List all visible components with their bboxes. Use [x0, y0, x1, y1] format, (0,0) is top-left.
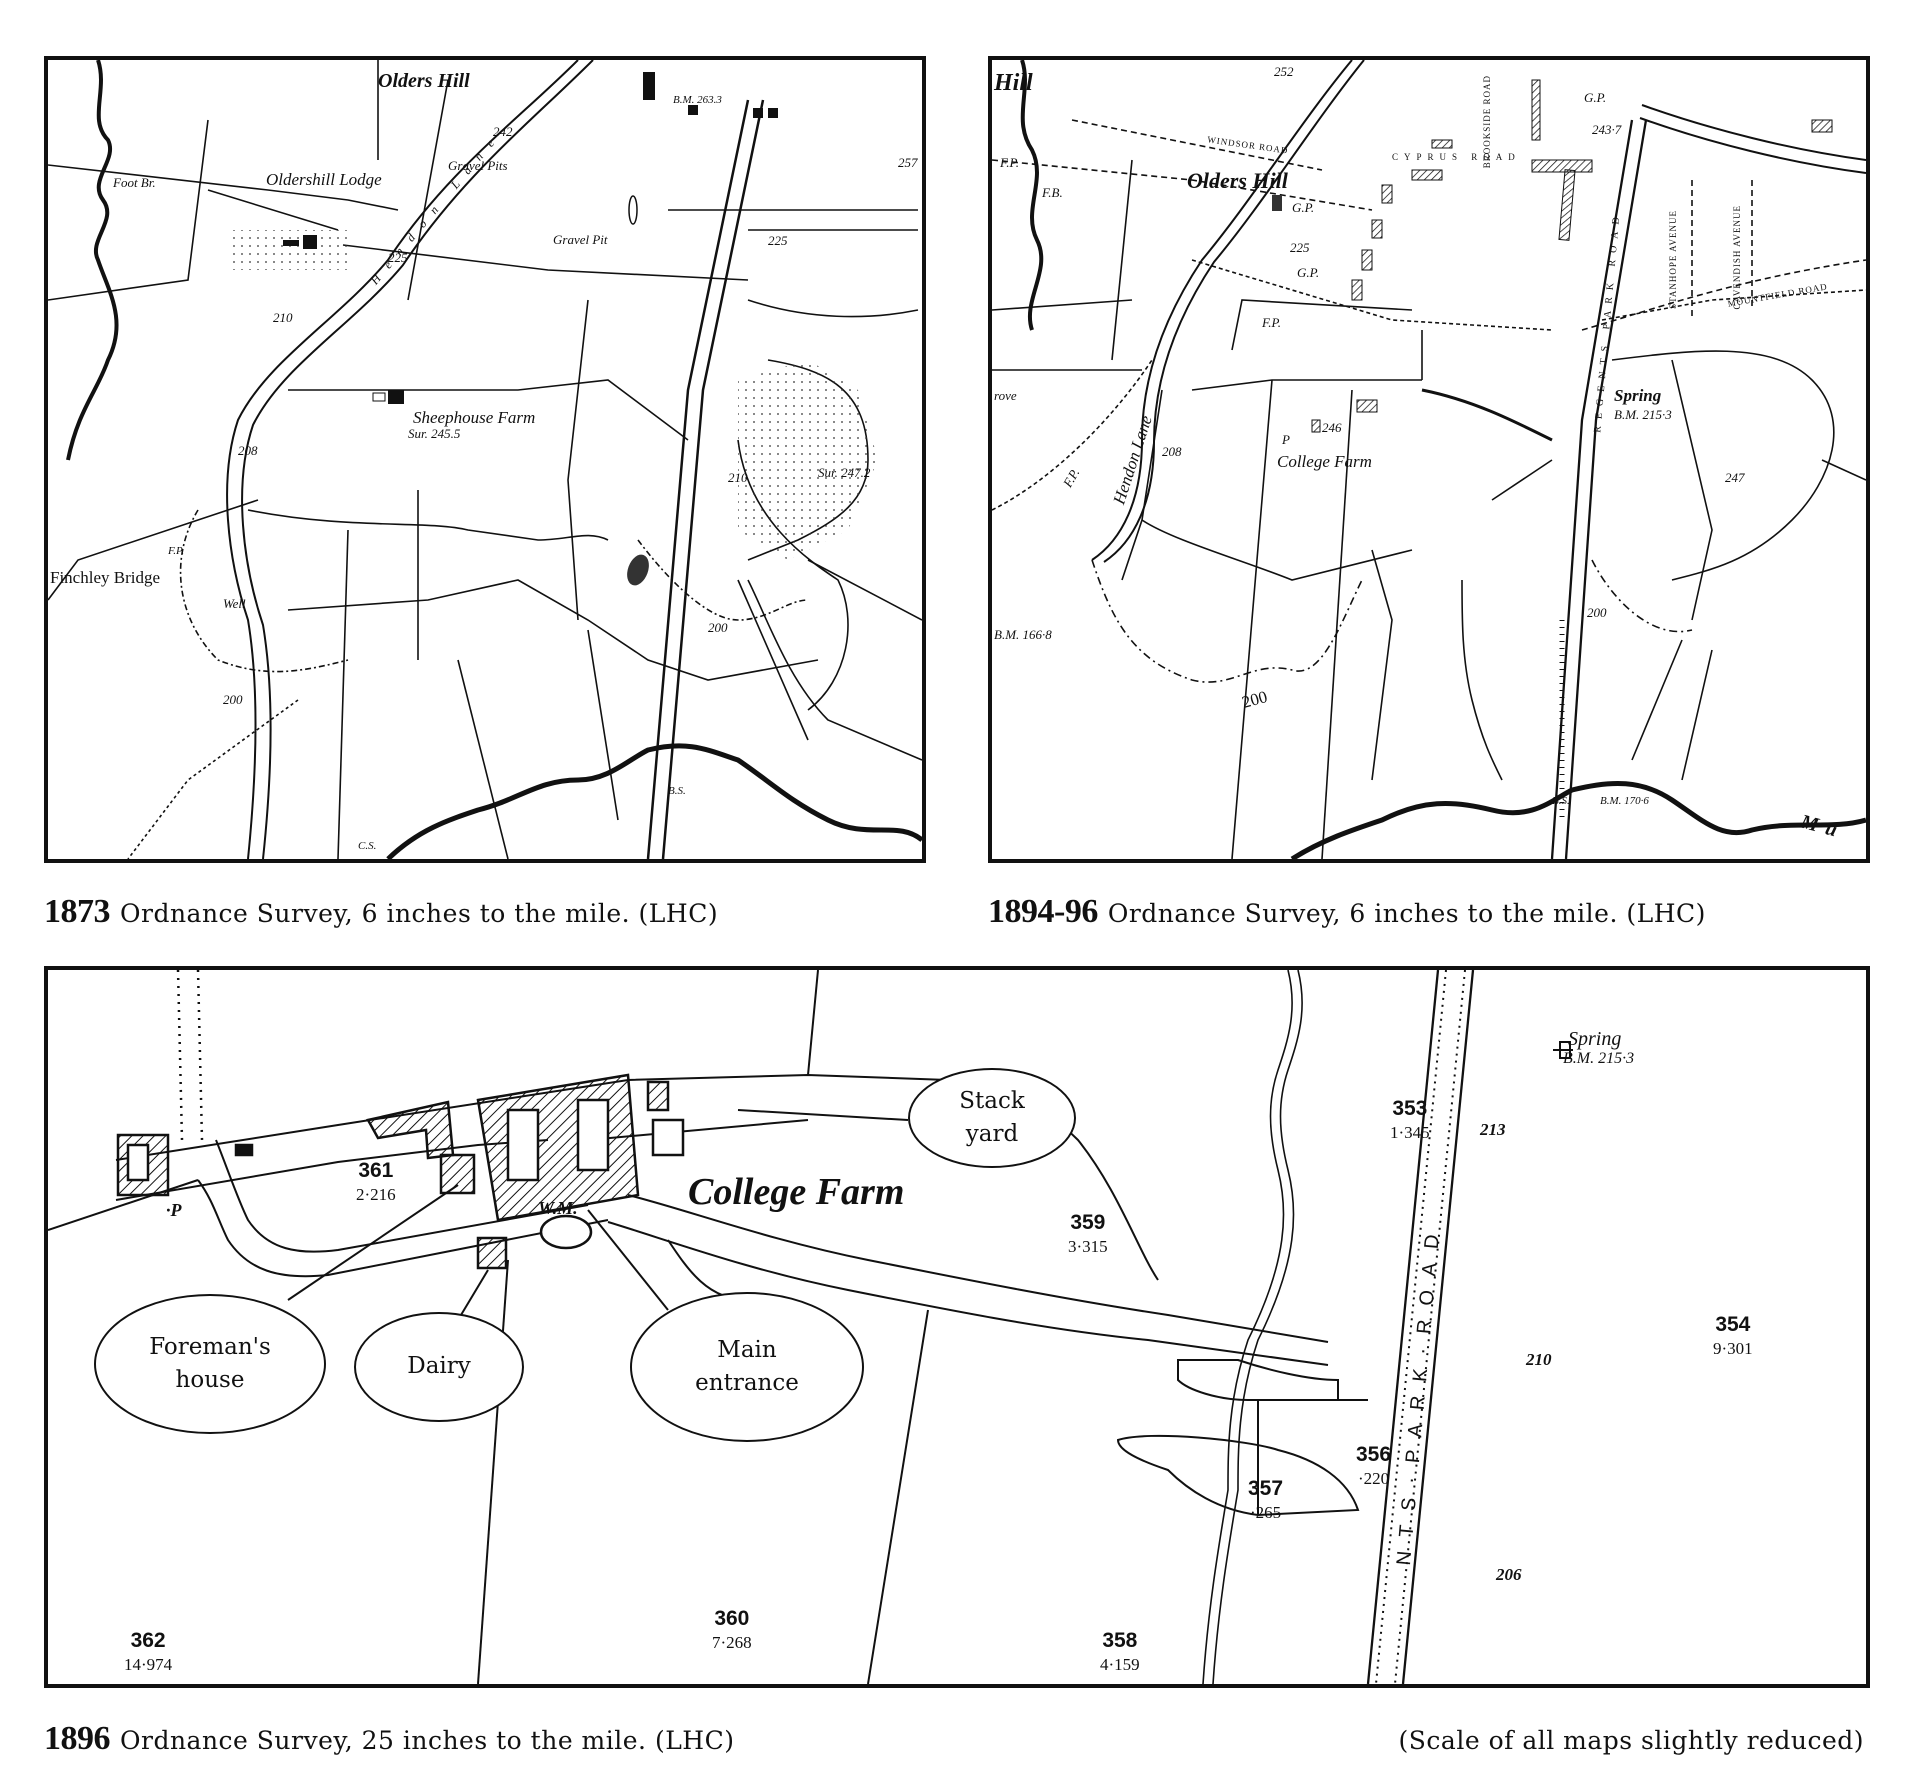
label-bs: B.S.	[1552, 795, 1570, 807]
label-cavendish-avenue: CAVENDISH AVENUE	[1732, 205, 1742, 310]
label-brookside-road: BROOKSIDE ROAD	[1482, 75, 1492, 169]
spot-height-242: 242	[493, 124, 513, 139]
map-1873-linework	[48, 60, 922, 859]
caption-year: 1894-96	[988, 893, 1098, 930]
spot-height-210: 210	[1526, 1350, 1552, 1369]
label-olders-hill: Olders Hill	[378, 70, 470, 92]
caption-1896: 1896 Ordnance Survey, 25 inches to the mi…	[44, 1720, 734, 1758]
spot-height-225b: 225	[768, 233, 788, 248]
parcel-353: 353 1·345	[1390, 1097, 1430, 1143]
label-bm-263: B.M. 263.3	[673, 94, 722, 106]
label-gravel-pits: Gravel Pits	[448, 158, 508, 173]
parcel-356: 356 ·220	[1356, 1443, 1392, 1489]
map-1894-linework	[992, 60, 1866, 859]
label-bm-170: B.M. 170·6	[1600, 795, 1649, 807]
map-panel-1894-96: Hill Olders Hill WINDSOR ROAD CYPRUS ROA…	[988, 56, 1870, 863]
label-sur-245: Sur. 245.5	[408, 426, 461, 441]
caption-text: Ordnance Survey, 25 inches to the mile. …	[120, 1726, 735, 1755]
label-bm-215: B.M. 215·3	[1563, 1050, 1635, 1067]
spot-height-257: 257	[898, 155, 918, 170]
label-grove-fragment: rove	[994, 388, 1017, 403]
label-bm-215: B.M. 215·3	[1614, 407, 1672, 422]
parcel-361: 361 2·216	[356, 1159, 396, 1205]
label-hill: Hill	[994, 70, 1033, 96]
label-gp-c: G.P.	[1584, 90, 1607, 105]
label-gp-b: G.P.	[1297, 265, 1320, 280]
caption-1894-96: 1894-96 Ordnance Survey, 6 inches to the …	[988, 893, 1706, 931]
label-spring: Spring	[1614, 386, 1662, 405]
parcel-359: 359 3·315	[1068, 1211, 1108, 1257]
spot-height-252: 252	[1274, 64, 1294, 79]
caption-year: 1896	[44, 1720, 111, 1757]
map-panel-1896: College Farm W.M. ·P Spring B.M. 215·3 2…	[44, 966, 1870, 1688]
spot-height-208: 208	[1162, 444, 1182, 459]
label-foot-bridge: Foot Br.	[113, 175, 156, 190]
spot-height-243-7: 243·7	[1592, 122, 1622, 137]
label-cyprus-road: CYPRUS ROAD	[1392, 152, 1521, 162]
spot-height-200a: 200	[223, 692, 243, 707]
spot-height-225: 225	[1290, 240, 1310, 255]
caption-year: 1873	[44, 893, 111, 930]
label-well: Well	[223, 596, 246, 611]
label-sheephouse-farm: Sheephouse Farm	[413, 408, 536, 427]
label-fp-b: F.P.	[1262, 315, 1282, 330]
map-1896-linework	[48, 970, 1573, 1684]
spot-height-225a: 225	[388, 250, 408, 265]
label-wm: W.M.	[538, 1198, 578, 1218]
label-finchley-bridge: Finchley Bridge	[50, 568, 161, 587]
label-stanhope-avenue: STANHOPE AVENUE	[1668, 210, 1678, 309]
label-olders-hill: Olders Hill	[1187, 168, 1288, 193]
caption-text: Ordnance Survey, 6 inches to the mile. (…	[120, 899, 719, 928]
label-sur-247: Sur. 247.2	[818, 465, 871, 480]
label-spring: Spring	[1568, 1028, 1622, 1050]
caption-text: Ordnance Survey, 6 inches to the mile. (…	[1107, 899, 1706, 928]
label-bs: B.S.	[668, 785, 686, 797]
label-fp-a: F.P.	[1000, 155, 1020, 170]
spot-height-200: 200	[1587, 605, 1607, 620]
label-bm-166: B.M. 166·8	[994, 627, 1052, 642]
callout-dairy: Dairy	[354, 1312, 524, 1422]
label-p: P	[1282, 432, 1290, 447]
caption-1873: 1873 Ordnance Survey, 6 inches to the mil…	[44, 893, 718, 931]
parcel-354: 354 9·301	[1713, 1313, 1753, 1359]
spot-height-200b: 200	[708, 620, 728, 635]
spot-height-210b: 210	[728, 470, 748, 485]
label-gravel-pit: Gravel Pit	[553, 232, 608, 247]
label-college-farm: College Farm	[688, 1171, 905, 1213]
label-college-farm: College Farm	[1277, 452, 1372, 471]
label-fb: F.B.	[1042, 185, 1063, 200]
map-panel-1873: Olders Hill Oldershill Lodge Gravel Pits…	[44, 56, 926, 863]
parcel-360: 360 7·268	[712, 1607, 752, 1653]
spot-height-247: 247	[1725, 470, 1745, 485]
parcel-362: 362 14·974	[124, 1629, 173, 1675]
label-p: ·P	[166, 1200, 182, 1220]
spot-height-206: 206	[1496, 1565, 1522, 1584]
spot-height-208: 208	[238, 443, 258, 458]
label-fp: F.P.	[168, 545, 185, 557]
spot-height-246: 246	[1322, 420, 1342, 435]
parcel-358: 358 4·159	[1100, 1629, 1140, 1675]
parcel-357: 357 ·265	[1248, 1477, 1284, 1523]
spot-height-210a: 210	[273, 310, 293, 325]
label-cs: C.S.	[358, 840, 377, 852]
spot-height-213: 213	[1480, 1120, 1506, 1139]
label-oldershill-lodge: Oldershill Lodge	[266, 170, 382, 189]
label-gp-a: G.P.	[1292, 200, 1315, 215]
scale-note: (Scale of all maps slightly reduced)	[1398, 1726, 1864, 1755]
